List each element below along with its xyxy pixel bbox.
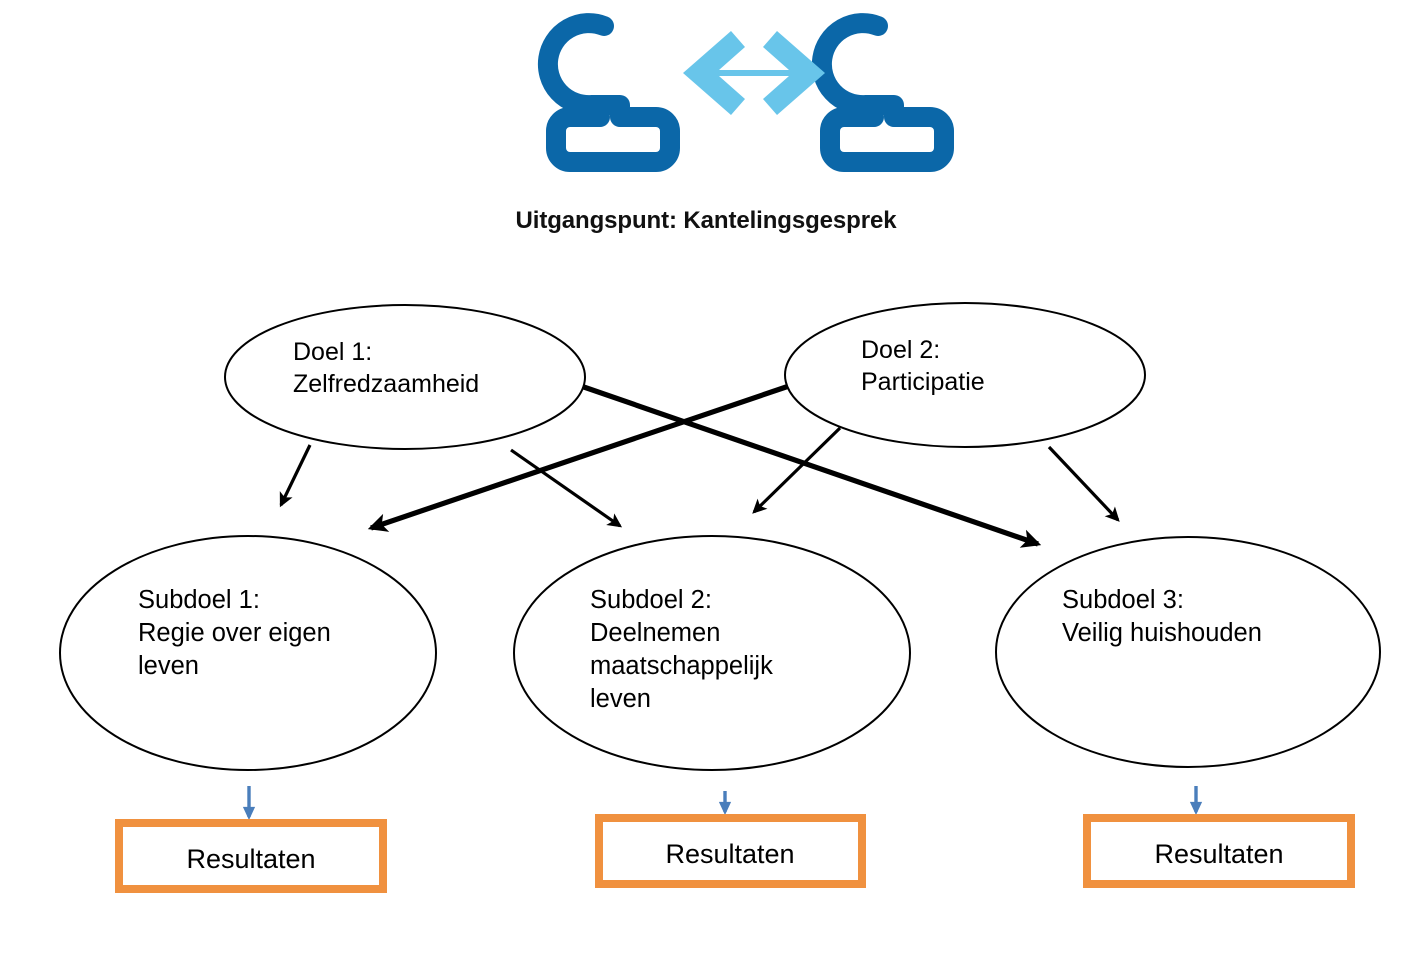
goal-label-line2: Zelfredzaamheid bbox=[293, 370, 479, 398]
subgoal-label-line2: Deelnemen bbox=[590, 619, 720, 647]
ellipse-shape bbox=[995, 536, 1381, 768]
result-label: Resultaten bbox=[1154, 839, 1283, 869]
result-node-resultaten-2[interactable]: Resultaten bbox=[595, 814, 866, 888]
subgoal-node-subdoel-2[interactable]: Subdoel 2: Deelnemen maatschappelijk lev… bbox=[513, 535, 911, 771]
goal-label-line1: Doel 1: bbox=[293, 338, 372, 366]
result-connector-group bbox=[242, 786, 1203, 821]
subgoal-label-line2: Veilig huishouden bbox=[1062, 619, 1262, 647]
subgoal-label-line1: Subdoel 3: bbox=[1062, 586, 1184, 614]
subgoal-label-line4: leven bbox=[590, 685, 651, 713]
goal-node-doel-2[interactable]: Doel 2: Participatie bbox=[784, 302, 1146, 448]
connector-doel1-subdoel3 bbox=[577, 382, 1042, 548]
connector-doel1-subdoel2 bbox=[510, 448, 623, 528]
subgoal-label-line1: Subdoel 2: bbox=[590, 586, 712, 614]
connector-doel2-subdoel1 bbox=[367, 383, 790, 532]
subgoal-label-line1: Subdoel 1: bbox=[138, 586, 260, 614]
result-node-resultaten-3[interactable]: Resultaten bbox=[1083, 814, 1355, 888]
result-box-shape bbox=[1083, 814, 1355, 888]
connector-doel2-subdoel2 bbox=[752, 426, 842, 514]
subgoal-label-line3: leven bbox=[138, 652, 199, 680]
ellipse-shape bbox=[513, 535, 911, 771]
subgoal-label-line3: maatschappelijk bbox=[590, 652, 773, 680]
goal-node-doel-1[interactable]: Doel 1: Zelfredzaamheid bbox=[224, 304, 586, 450]
person-icon bbox=[811, 13, 954, 172]
subgoal-label-line2: Regie over eigen bbox=[138, 619, 331, 647]
connector-doel2-subdoel3 bbox=[1047, 445, 1120, 522]
result-box-shape bbox=[595, 814, 866, 888]
person-icon bbox=[537, 13, 680, 172]
result-box-shape bbox=[115, 819, 387, 893]
subgoal-node-subdoel-3[interactable]: Subdoel 3: Veilig huishouden bbox=[995, 536, 1381, 768]
ellipse-shape bbox=[784, 302, 1146, 448]
result-label: Resultaten bbox=[665, 839, 794, 869]
subgoal-node-subdoel-1[interactable]: Subdoel 1: Regie over eigen leven bbox=[59, 535, 437, 771]
connector-group bbox=[279, 382, 1120, 548]
goal-label-line1: Doel 2: bbox=[861, 336, 940, 364]
ellipse-shape bbox=[224, 304, 586, 450]
result-node-resultaten-1[interactable]: Resultaten bbox=[115, 819, 387, 893]
ellipse-shape bbox=[59, 535, 437, 771]
caption-label: Uitgangspunt: Kantelingsgesprek bbox=[516, 207, 898, 234]
connector-doel1-subdoel1 bbox=[279, 444, 312, 508]
result-label: Resultaten bbox=[186, 844, 315, 874]
double-arrow-icon bbox=[683, 31, 825, 115]
goal-label-line2: Participatie bbox=[861, 368, 985, 396]
header-icon-group bbox=[537, 13, 954, 172]
